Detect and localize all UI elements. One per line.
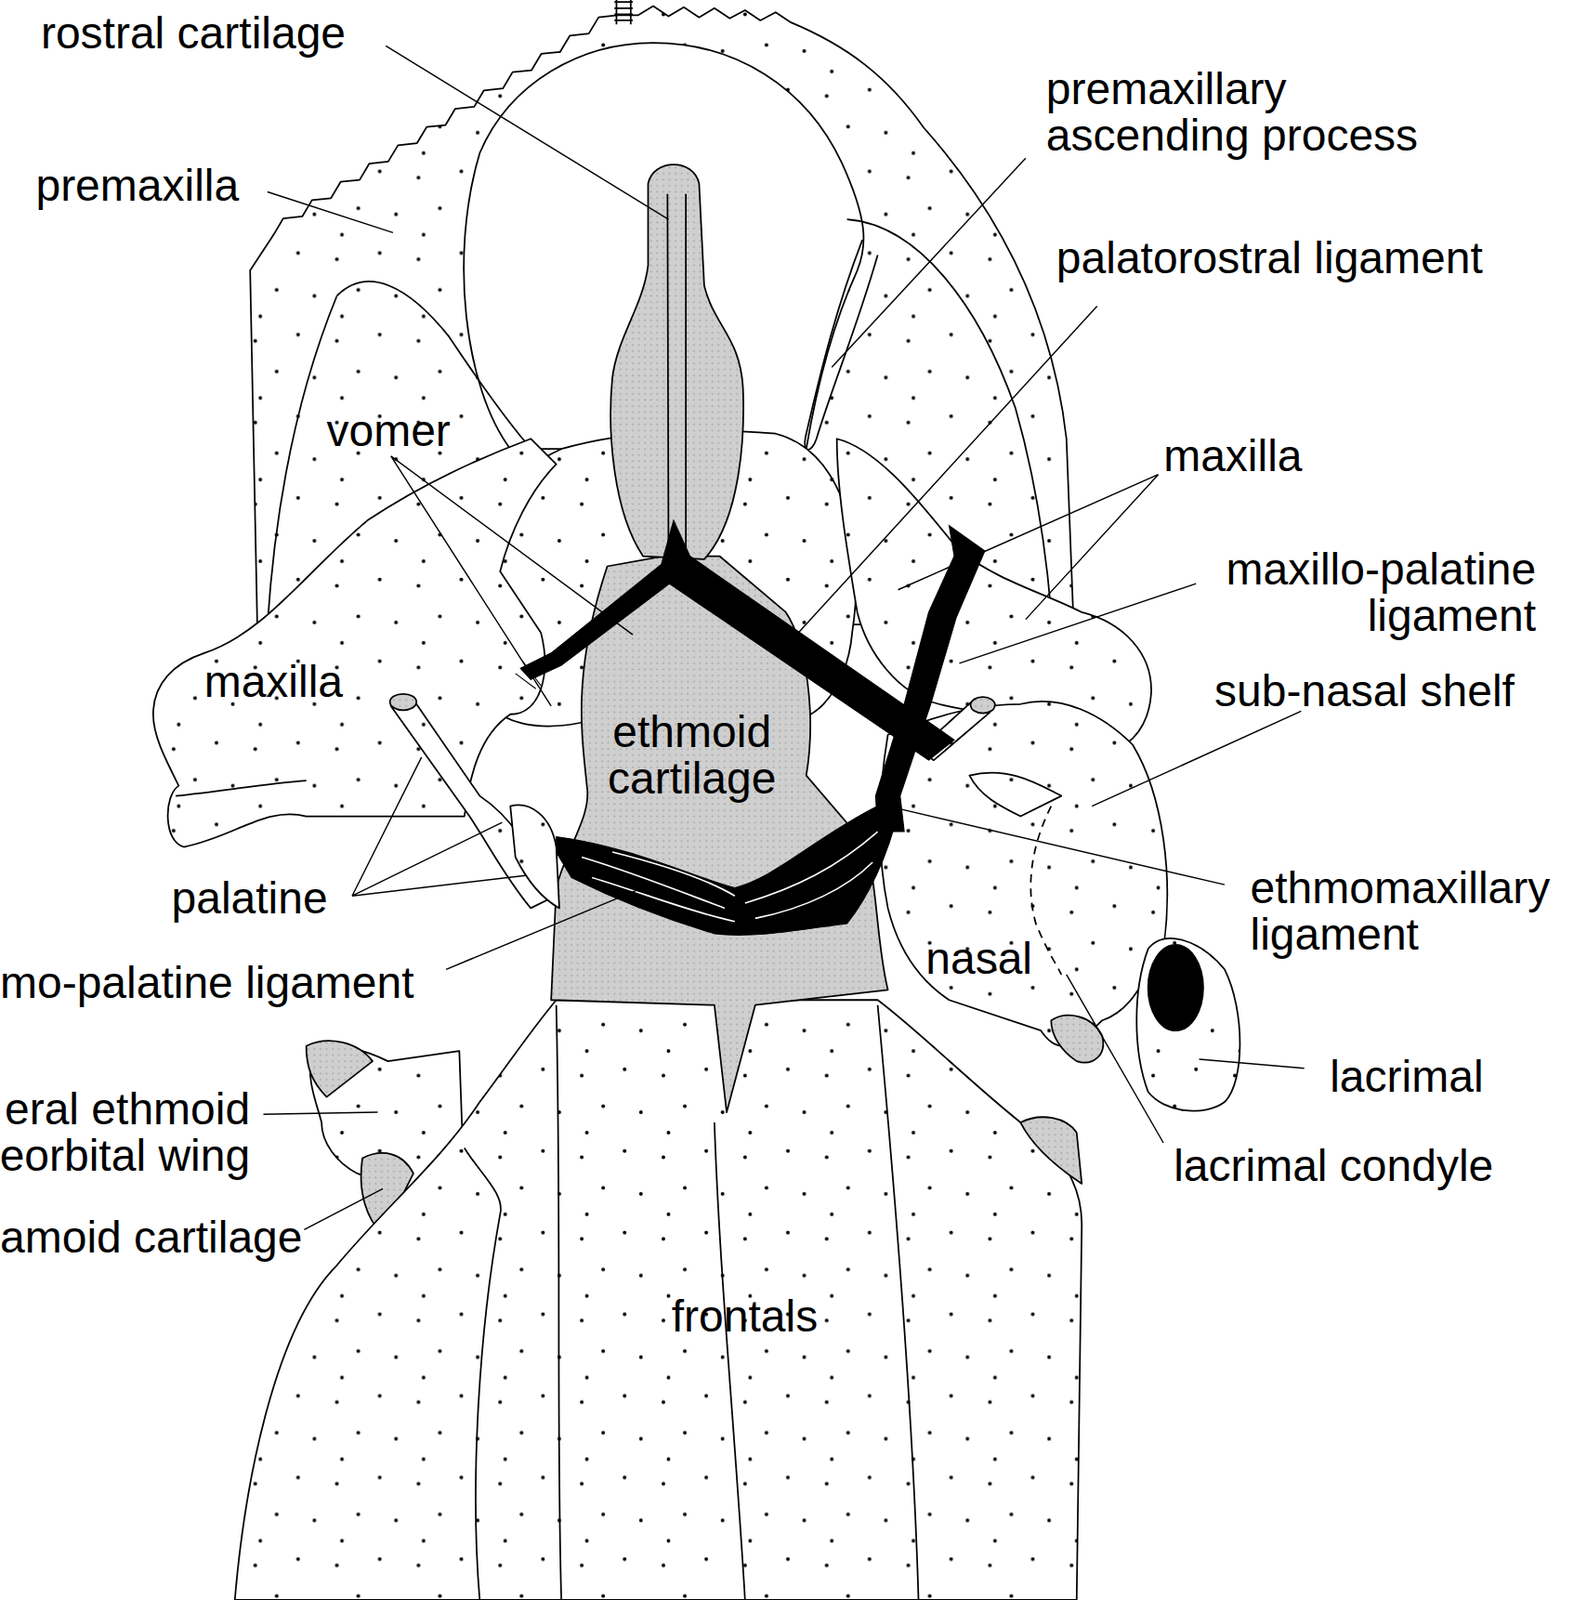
lacrimal-facet bbox=[1148, 944, 1204, 1031]
leader-line bbox=[303, 1188, 383, 1230]
frontal-suture bbox=[714, 1122, 746, 1600]
sub-nasal-shelf-edge bbox=[1030, 806, 1062, 975]
ligament bbox=[556, 806, 899, 936]
part-label: maxilla bbox=[204, 658, 343, 706]
ascending-process-edge bbox=[804, 239, 878, 450]
part-label: eral ethmoid eorbital wing bbox=[0, 1086, 250, 1180]
part-label: nasal bbox=[925, 935, 1033, 983]
part-label: vomer bbox=[326, 407, 450, 455]
leader-line bbox=[958, 583, 1196, 664]
part-label: mo-palatine ligament bbox=[0, 959, 415, 1007]
cartilage-patch bbox=[306, 1040, 373, 1097]
part-label: lacrimal condyle bbox=[1173, 1142, 1494, 1190]
leader-line bbox=[1199, 1059, 1305, 1069]
frontal-edge bbox=[556, 1005, 562, 1600]
leader-line bbox=[888, 806, 1225, 886]
leader-line bbox=[1091, 710, 1301, 806]
part-label: sub-nasal shelf bbox=[1214, 668, 1515, 715]
leader-line bbox=[352, 757, 526, 896]
lacrimal-condyle bbox=[1050, 1015, 1103, 1063]
part-label: ethmoid cartilage bbox=[590, 708, 795, 802]
leader-line bbox=[385, 45, 669, 220]
part-label: ethmomaxillary ligament bbox=[1250, 865, 1586, 958]
cartilage-line bbox=[667, 194, 686, 557]
ligament-fiber bbox=[581, 831, 878, 922]
leader-line bbox=[262, 1112, 378, 1115]
part-label: lacrimal bbox=[1329, 1053, 1483, 1101]
frontal-bone bbox=[235, 999, 1083, 1600]
frontal-edge bbox=[878, 1005, 919, 1600]
cartilage-patch bbox=[1020, 1116, 1082, 1184]
part-label: premaxilla bbox=[35, 162, 239, 210]
part-label: maxilla bbox=[1163, 432, 1302, 480]
leader-line bbox=[1066, 974, 1164, 1143]
leader-line bbox=[391, 456, 633, 707]
palatine-cap bbox=[390, 694, 418, 711]
palatine-plate bbox=[510, 805, 560, 909]
part-label: palatorostral ligament bbox=[1056, 235, 1483, 282]
frontal-edge bbox=[464, 1147, 501, 1600]
suture-mark bbox=[614, 0, 633, 25]
part-label: amoid cartilage bbox=[0, 1214, 303, 1261]
nasal-edge bbox=[969, 773, 1062, 817]
part-label: maxillo-palatine ligament bbox=[1182, 546, 1536, 640]
leader-line bbox=[445, 887, 643, 970]
maxilla-bone bbox=[153, 438, 557, 847]
palatine-cap bbox=[970, 696, 996, 714]
leader-line bbox=[267, 191, 394, 233]
lacrimal-bone bbox=[1136, 938, 1240, 1112]
maxilla-edge bbox=[175, 780, 307, 796]
part-label: palatine bbox=[171, 875, 328, 922]
part-label: rostral cartilage bbox=[40, 10, 346, 57]
part-label: premaxillary ascending process bbox=[1046, 65, 1456, 159]
ligament bbox=[875, 525, 985, 832]
leader-line bbox=[831, 157, 1026, 368]
part-label: frontals bbox=[671, 1293, 818, 1340]
leader-line bbox=[898, 474, 1159, 620]
rostral-cartilage bbox=[610, 164, 744, 560]
